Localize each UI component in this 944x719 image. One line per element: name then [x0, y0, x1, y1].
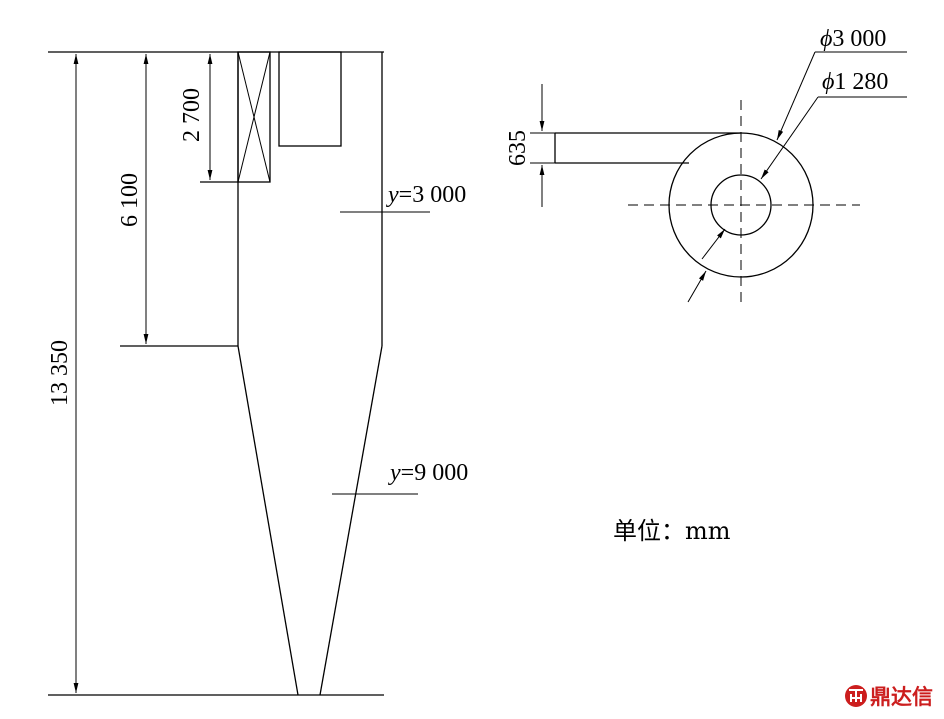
dim-leader-inner [760, 96, 819, 180]
dim-outer-diameter: ϕ3 000 [687, 26, 907, 303]
dim-outlet-diameter: ϕ1 280 [701, 69, 907, 260]
dim-leader-outer [776, 51, 816, 141]
dim-inlet-width: 635 [505, 84, 545, 207]
dim-label-inlet: 2 700 [179, 88, 205, 142]
dim-label-width: 635 [505, 130, 531, 166]
dim-leader-inner-tail [701, 228, 726, 260]
section-label-lower: y=9 000 [388, 460, 468, 486]
inlet-cross-b [237, 51, 271, 183]
dim-label-total: 13 350 [47, 340, 73, 406]
vortex-finder [278, 51, 342, 147]
inlet-duct-box [237, 51, 271, 183]
dim-label-outer: ϕ3 000 [820, 26, 886, 52]
dim-leader-outer-tail [687, 270, 707, 303]
brand-logo-icon [845, 685, 867, 707]
top-view: 635 ϕ3 000 ϕ1 280 [505, 26, 907, 304]
dim-label-cylinder: 6 100 [117, 173, 143, 227]
cone-right-wall [319, 345, 383, 696]
dim-cylinder-height: 6 100 [117, 54, 149, 344]
dim-total-height: 13 350 [47, 54, 79, 693]
brand-name: 鼎达信 [870, 685, 933, 709]
watermark: 鼎达信 [845, 685, 933, 709]
inner-circle [710, 174, 772, 236]
dim-label-inner: ϕ1 280 [822, 69, 888, 95]
inlet-duct [200, 51, 271, 183]
section-y3000: y=3 000 [340, 182, 466, 213]
cone-left-wall [237, 345, 299, 696]
tangent-inlet [530, 132, 741, 164]
section-y9000: y=9 000 [332, 460, 468, 495]
section-label-upper: y=3 000 [386, 182, 466, 208]
side-view: y=3 000 y=9 000 13 350 6 100 2 700 [47, 51, 468, 696]
dim-inlet-height: 2 700 [179, 54, 213, 180]
unit-label: 单位：mm [613, 517, 731, 545]
